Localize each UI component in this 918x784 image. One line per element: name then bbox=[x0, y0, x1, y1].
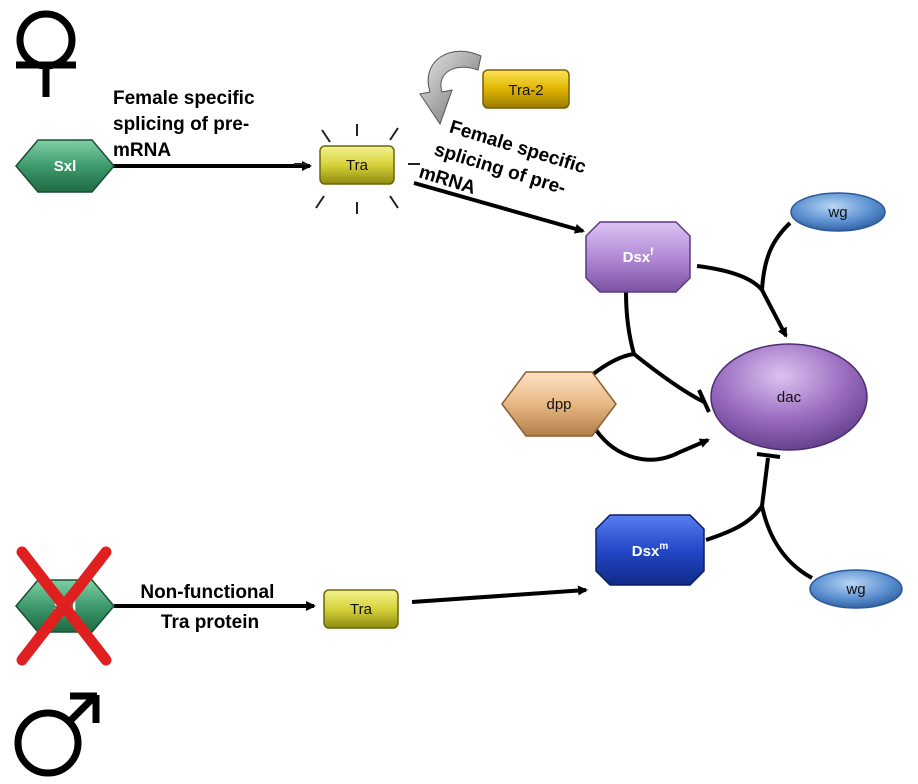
male-symbol-icon bbox=[14, 692, 100, 777]
node-tra-female: Tra bbox=[319, 145, 395, 185]
edge-label-tra-to-dsxf-group: Female specific splicing of pre- mRNA bbox=[416, 112, 593, 229]
glow-rays-icon bbox=[294, 124, 420, 214]
edge-label-line: Non-functional bbox=[140, 582, 274, 603]
node-label-base: Dsx bbox=[632, 543, 660, 560]
node-dsx-f: Dsxf bbox=[585, 221, 691, 293]
node-dsx-m: Dsxm bbox=[595, 514, 705, 586]
node-sxl-female: Sxl bbox=[15, 139, 115, 193]
node-label: dpp bbox=[546, 396, 571, 413]
node-label-superscript: m bbox=[659, 541, 668, 552]
edge-dsxm-wg-inhibit-dac bbox=[705, 452, 813, 580]
node-label: wg bbox=[845, 581, 865, 598]
node-label-superscript: f bbox=[650, 247, 654, 258]
node-label: Dsxf bbox=[623, 247, 655, 266]
node-label: wg bbox=[827, 204, 847, 221]
edge-tra-to-dsxm bbox=[411, 585, 588, 604]
node-label: Dsxm bbox=[632, 541, 669, 560]
edge-label-sxl-to-tra: Female specific splicing of pre- mRNA bbox=[113, 88, 260, 161]
edge-label-tra-to-dsxf: Female specific splicing of pre- mRNA bbox=[416, 112, 593, 229]
node-label: dac bbox=[777, 389, 802, 406]
node-label: Tra bbox=[346, 157, 369, 174]
node-label-base: Dsx bbox=[623, 249, 651, 266]
node-tra-male: Tra bbox=[323, 589, 399, 629]
node-wg-top: wg bbox=[790, 192, 886, 232]
cross-out-icon bbox=[16, 546, 112, 666]
edge-label-line: mRNA bbox=[113, 140, 171, 161]
edge-dsxf-dpp-inhibit-dac bbox=[590, 291, 711, 413]
edge-label-line: Female specific bbox=[113, 88, 255, 109]
edge-label-line: Tra protein bbox=[161, 612, 259, 633]
female-symbol-icon bbox=[16, 10, 76, 97]
edge-label-line: splicing of pre- bbox=[113, 114, 249, 135]
node-label: Sxl bbox=[54, 158, 77, 175]
edge-dsxf-wg-to-dac bbox=[696, 221, 792, 338]
edge-dpp-to-dac bbox=[594, 428, 710, 462]
node-label: Tra-2 bbox=[508, 82, 543, 99]
node-dac: dac bbox=[710, 343, 868, 451]
node-label: Tra bbox=[350, 601, 373, 618]
curl-arrow-icon bbox=[419, 50, 482, 126]
edge-label-sxl-to-tra-male: Non-functional Tra protein bbox=[140, 582, 279, 633]
node-tra2: Tra-2 bbox=[482, 69, 570, 109]
node-dpp: dpp bbox=[501, 371, 617, 437]
node-wg-bottom: wg bbox=[809, 569, 903, 609]
edge-tra-to-dsxf bbox=[413, 181, 585, 234]
